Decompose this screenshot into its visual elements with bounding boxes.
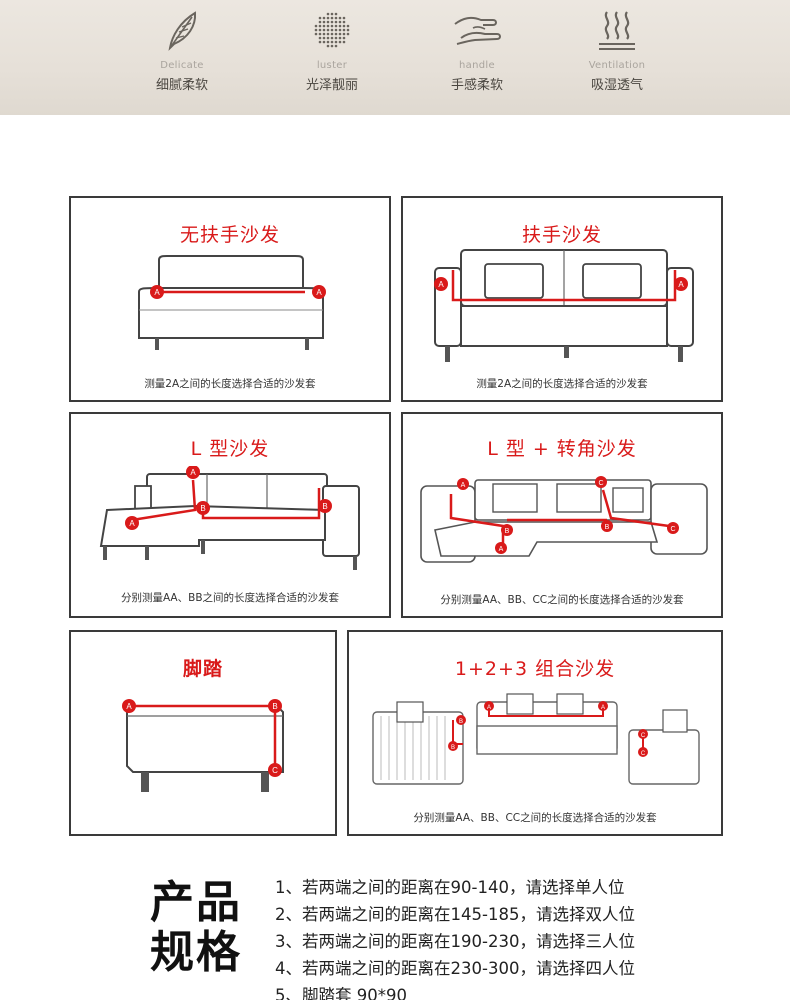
marker-a: A — [190, 468, 196, 477]
panel-caption: 测量2A之间的长度选择合适的沙发套 — [476, 378, 648, 390]
panel-title: 无扶手沙发 — [179, 224, 280, 246]
feature-zh: 光泽靓丽 — [305, 78, 358, 93]
marker-a: A — [487, 705, 491, 711]
l-corner-sofa-illustration: A A B B C C — [420, 476, 708, 563]
feature-en: Ventilation — [588, 60, 646, 71]
feature-zh: 手感柔软 — [450, 78, 503, 93]
spec-list: 1、若两端之间的距离在90-140，请选择单人位 2、若两端之间的距离在145-… — [275, 874, 775, 1000]
spec-item: 4、若两端之间的距离在230-300，请选择四人位 — [275, 959, 635, 978]
panel-l-shape-sofa: L 型沙发 A A B B 分别测量AA、BB之间的长度选择合适的沙发套 — [69, 412, 391, 618]
panel-title: L 型沙发 — [190, 438, 270, 460]
panel-ottoman: 脚踏 A B C — [69, 630, 337, 836]
marker-c: C — [670, 526, 675, 533]
panel-caption: 分别测量AA、BB之间的长度选择合适的沙发套 — [120, 592, 340, 604]
spec-item: 5、脚踏套 90*90 — [275, 986, 407, 1000]
feature-delicate: Delicate 细腻柔软 — [122, 4, 242, 93]
marker-a: A — [461, 482, 466, 489]
marker-b: B — [200, 504, 205, 513]
feature-luster: luster 光泽靓丽 — [272, 4, 392, 93]
armless-sofa-illustration: A A — [138, 255, 326, 350]
marker-b: B — [505, 528, 510, 535]
spec-item: 1、若两端之间的距离在90-140，请选择单人位 — [275, 878, 625, 897]
panel-title: 脚踏 — [182, 658, 223, 680]
marker-a: A — [438, 280, 444, 289]
feature-handle: handle 手感柔软 — [417, 4, 537, 93]
feature-en: handle — [459, 60, 495, 71]
panel-l-corner-sofa: L 型 + 转角沙发 A A B B C C 分别测量AA、BB、CC之间的长度… — [401, 412, 723, 618]
panel-title: 1+2+3 组合沙发 — [454, 658, 616, 680]
dot-grid-icon — [272, 4, 392, 56]
marker-a: A — [678, 280, 684, 289]
marker-c: C — [641, 751, 646, 757]
marker-c: C — [598, 480, 603, 487]
marker-c: C — [272, 766, 278, 775]
marker-b: B — [605, 524, 610, 531]
steam-icon — [557, 4, 677, 56]
panel-armless-sofa: 无扶手沙发 A A 测量2A之间的长度选择合适的沙发套 — [69, 196, 391, 402]
panel-caption: 分别测量AA、BB、CC之间的长度选择合适的沙发套 — [413, 812, 657, 824]
l-shape-sofa-illustration: A A B B — [99, 466, 360, 570]
spec-item: 2、若两端之间的距离在145-185，请选择双人位 — [275, 905, 635, 924]
marker-a: A — [126, 702, 132, 711]
marker-a: A — [601, 705, 605, 711]
panel-combo-sofa: 1+2+3 组合沙发 B B A A C C 分别测量AA、BB — [347, 630, 723, 836]
hands-icon — [417, 4, 537, 56]
ottoman-illustration: A B C — [122, 699, 284, 792]
marker-b: B — [451, 745, 455, 751]
spec-title: 产品 规格 — [150, 878, 250, 978]
feather-icon — [122, 4, 242, 56]
marker-b: B — [459, 719, 463, 725]
marker-a: A — [499, 546, 504, 553]
feature-zh: 吸湿透气 — [590, 78, 643, 93]
spec-title-line1: 产品 — [150, 877, 242, 928]
panel-caption: 分别测量AA、BB、CC之间的长度选择合适的沙发套 — [440, 594, 684, 606]
spec-title-line2: 规格 — [150, 927, 242, 978]
marker-a: A — [316, 288, 322, 297]
marker-b: B — [322, 502, 327, 511]
marker-a: A — [154, 288, 160, 297]
feature-en: luster — [316, 60, 348, 71]
feature-zh: 细腻柔软 — [155, 78, 208, 93]
spec-item: 3、若两端之间的距离在190-230，请选择三人位 — [275, 932, 635, 951]
marker-a: A — [129, 519, 135, 528]
panel-armrest-sofa: 扶手沙发 A A 测量2A之间的长度选择合适的沙发套 — [401, 196, 723, 402]
feature-en: Delicate — [160, 60, 204, 71]
marker-b: B — [272, 702, 277, 711]
panel-caption: 测量2A之间的长度选择合适的沙发套 — [144, 378, 316, 390]
armrest-sofa-illustration: A A — [434, 249, 694, 362]
marker-c: C — [641, 733, 646, 739]
feature-ventilation: Ventilation 吸湿透气 — [557, 4, 677, 93]
panel-title: L 型 + 转角沙发 — [487, 438, 637, 460]
combo-sofa-illustration: B B A A C C — [372, 693, 700, 785]
panel-title: 扶手沙发 — [521, 224, 602, 246]
feature-band: Delicate 细腻柔软 luster 光泽靓丽 handle 手感柔软 — [0, 0, 790, 115]
